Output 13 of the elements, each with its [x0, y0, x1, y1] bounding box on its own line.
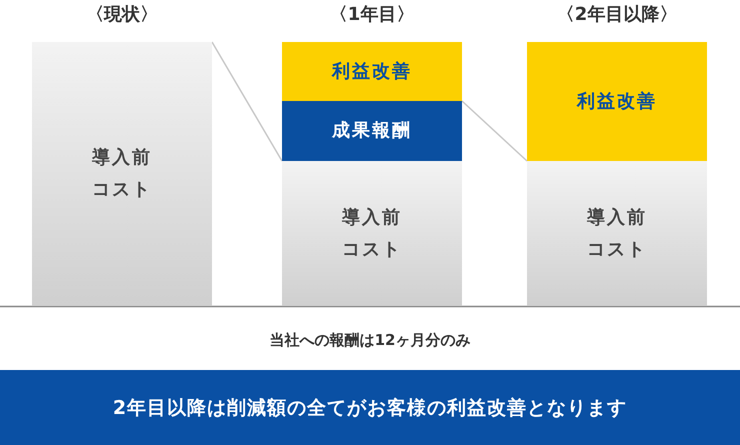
bar-segment: 導入前コスト — [527, 161, 707, 306]
connector-line — [211, 42, 283, 162]
column-heading: 〈現状〉 — [86, 3, 158, 26]
bar-segment: 導入前コスト — [32, 42, 212, 306]
note: 当社への報酬は12ヶ月分のみ — [270, 331, 470, 350]
connector-line — [462, 100, 528, 162]
bar-segment: 利益改善 — [527, 42, 707, 161]
bar-segment: 利益改善 — [282, 42, 462, 101]
column-heading: 〈2年目以降〉 — [556, 3, 678, 26]
column-heading: 〈1年目〉 — [330, 3, 414, 26]
bar-segment: 成果報酬 — [282, 101, 462, 161]
bar-segment: 導入前コスト — [282, 161, 462, 306]
banner: 2年目以降は削減額の全てがお客様の利益改善となります — [0, 370, 740, 445]
